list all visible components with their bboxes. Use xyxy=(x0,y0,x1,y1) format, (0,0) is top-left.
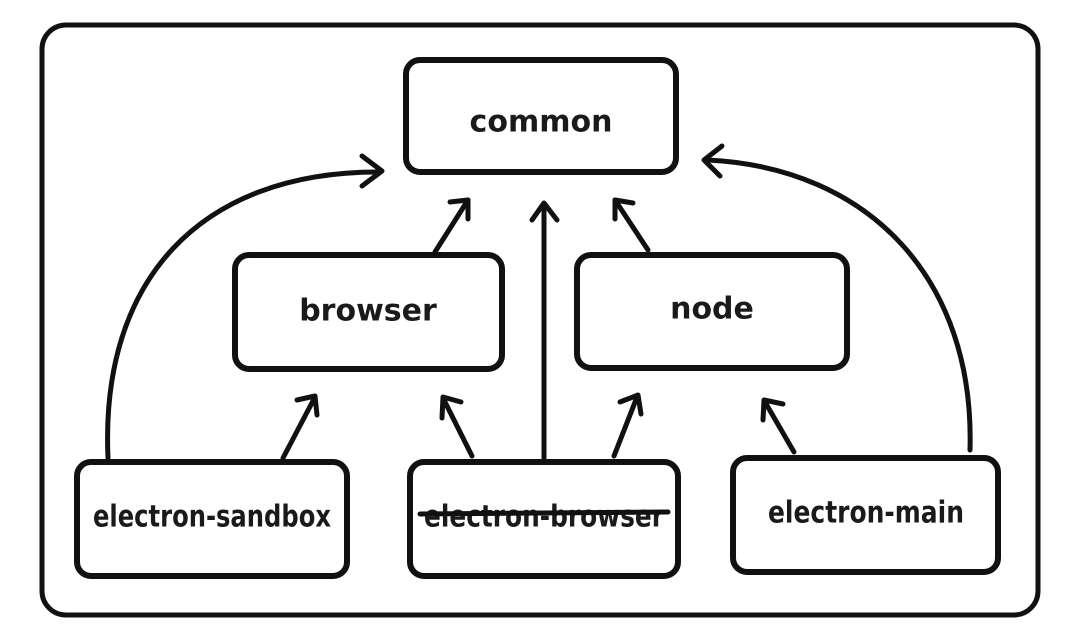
node-electron-main-label: electron-main xyxy=(768,496,964,531)
node-common: common xyxy=(403,57,679,175)
arrow-electron-main-to-node xyxy=(760,397,797,455)
arrow-electron-sandbox-to-browser xyxy=(280,393,320,461)
node-node-label: node xyxy=(670,292,754,327)
arrow-browser-to-common xyxy=(432,197,471,255)
strikethrough-line xyxy=(417,509,671,517)
node-electron-browser-label: electron-browser xyxy=(424,500,664,535)
node-browser: browser xyxy=(232,252,505,372)
node-browser-label: browser xyxy=(299,294,437,329)
arrow-node-to-common xyxy=(612,197,651,253)
node-electron-browser: electron-browser xyxy=(407,459,681,579)
node-electron-main: electron-main xyxy=(730,455,1001,575)
arrow-electron-main-to-common xyxy=(701,143,973,453)
node-common-label: common xyxy=(470,105,613,140)
node-electron-sandbox: electron-sandbox xyxy=(74,459,350,579)
arrow-electron-browser-to-common xyxy=(529,200,560,461)
arrow-electron-sandbox-to-common xyxy=(105,153,385,461)
node-node: node xyxy=(574,252,850,371)
arrow-electron-browser-to-node xyxy=(611,392,644,459)
node-electron-sandbox-label: electron-sandbox xyxy=(93,500,331,535)
dependency-arrows xyxy=(105,143,973,461)
arrow-electron-browser-to-browser xyxy=(439,394,475,459)
